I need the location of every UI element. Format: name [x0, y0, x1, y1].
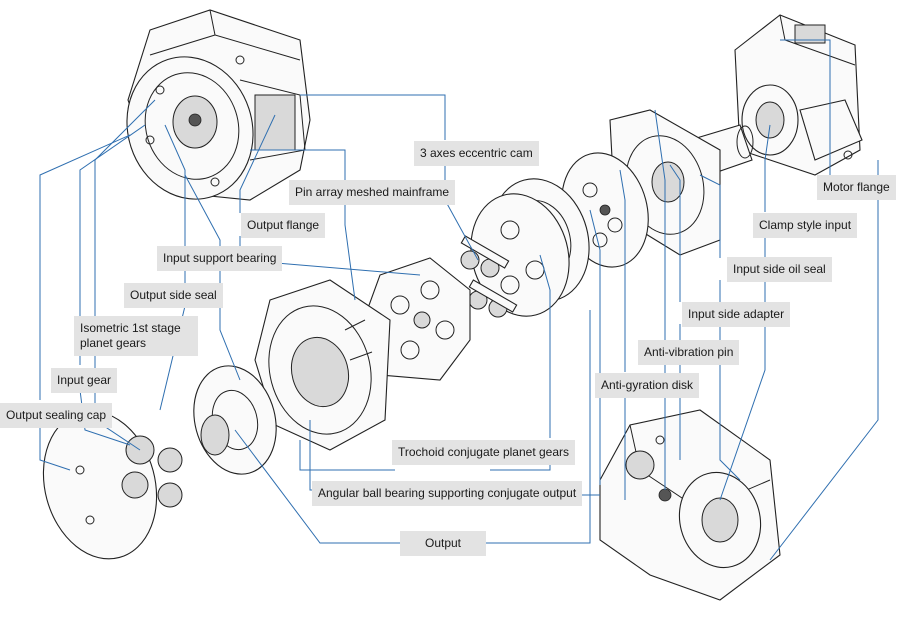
label-output: Output [400, 531, 486, 556]
motor-flange-assembly [734, 14, 863, 176]
label-input-side-adapter: Input side adapter [682, 302, 791, 327]
label-output-side-seal: Output side seal [124, 283, 223, 308]
label-input-gear: Input gear [51, 368, 118, 393]
assembled-gearbox-bottom-right [599, 409, 781, 601]
label-eccentric-cam: 3 axes eccentric cam [414, 141, 539, 166]
label-trochoid-conjugate-planet-gears: Trochoid conjugate planet gears [392, 440, 575, 465]
label-motor-flange: Motor flange [817, 175, 896, 200]
planet-gears-part [42, 410, 183, 560]
pin-array-mainframe-part [254, 279, 391, 451]
label-output-flange: Output flange [241, 213, 326, 238]
eccentric-cam-parts [460, 235, 518, 318]
label-anti-gyration-disk: Anti-gyration disk [595, 373, 700, 398]
label-angular-ball-bearing: Angular ball bearing supporting conjugat… [312, 481, 583, 506]
label-input-support-bearing: Input support bearing [157, 246, 283, 271]
label-isometric-planet-gears-line1: Isometric 1st stage [80, 321, 181, 335]
label-isometric-planet-gears: Isometric 1st stage planet gears [74, 316, 198, 356]
label-output-sealing-cap: Output sealing cap [0, 403, 113, 428]
label-pin-array-mainframe: Pin array meshed mainframe [289, 180, 456, 205]
label-isometric-planet-gears-line2: planet gears [80, 336, 147, 350]
trochoid-gear-parts [470, 178, 590, 317]
label-anti-vibration-pin: Anti-vibration pin [638, 340, 740, 365]
label-clamp-style-input: Clamp style input [753, 213, 858, 238]
output-bearing-part [193, 365, 277, 475]
label-input-side-oil-seal: Input side oil seal [727, 257, 832, 282]
assembled-gearbox-top-left [126, 9, 311, 201]
